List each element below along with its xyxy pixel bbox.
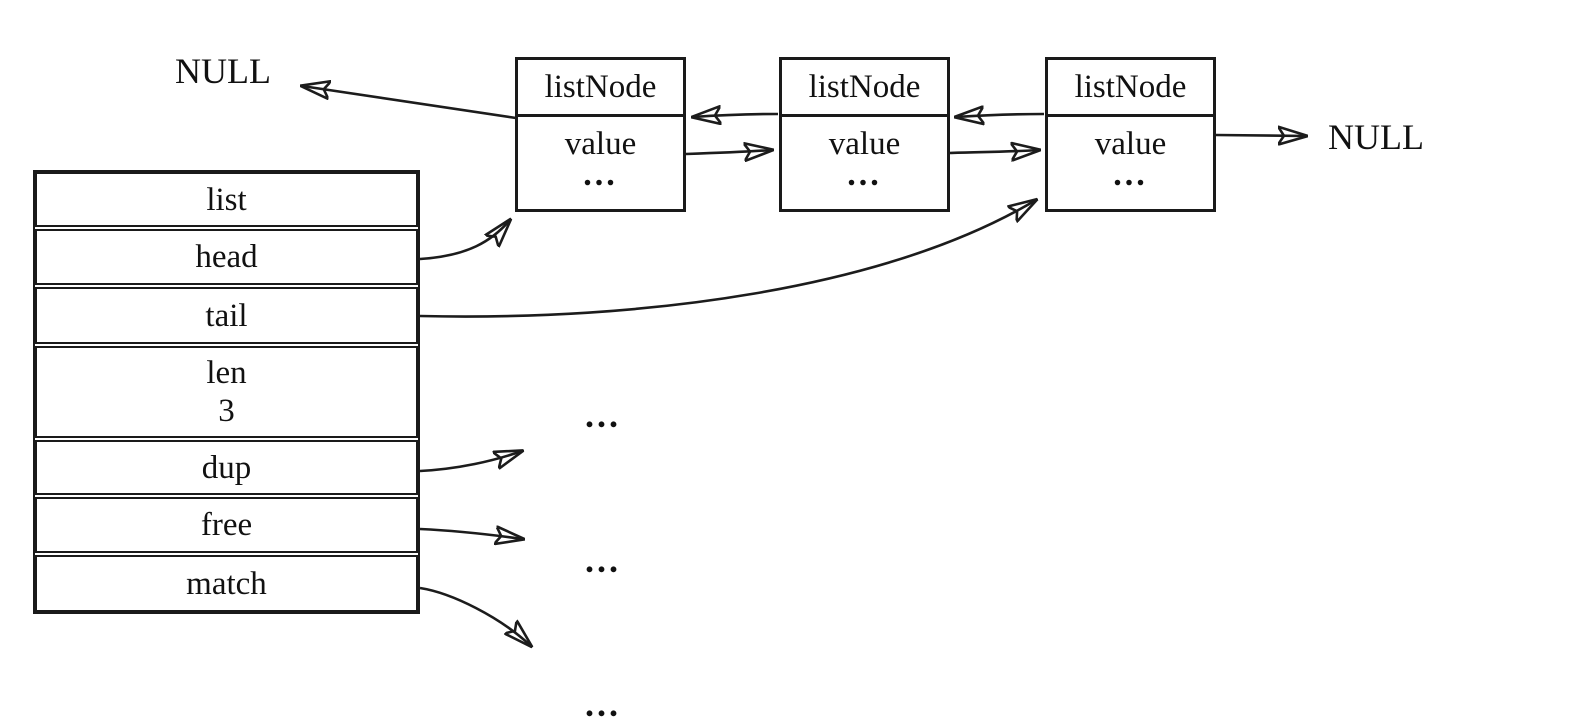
arrow-node2-next-to-node3 (948, 150, 1039, 153)
listnode-1-ellipsis: ... (583, 156, 618, 193)
listnode-3-value: value (1094, 126, 1167, 162)
arrow-free-to-ellipsis (419, 529, 523, 539)
list-struct-row-free: free (35, 497, 418, 553)
ellipsis-dup-target: ... (585, 395, 621, 435)
list-struct-row-head: head (35, 229, 418, 285)
listnode-box-1: listNode value ... (515, 57, 686, 212)
arrow-node3-next-to-null (1215, 135, 1306, 136)
listnode-1-title: listNode (518, 60, 683, 117)
null-label-left: NULL (175, 51, 271, 91)
arrow-node2-prev-to-node1 (693, 114, 779, 117)
listnode-2-title: listNode (782, 60, 947, 117)
arrow-node1-next-to-node2 (685, 150, 772, 154)
list-struct-row-match: match (35, 555, 418, 612)
listnode-2-body: value ... (782, 117, 947, 193)
listnode-2-value: value (828, 126, 901, 162)
list-struct-row-dup: dup (35, 440, 418, 495)
list-struct-row-tail: tail (35, 287, 418, 344)
row-label-head: head (195, 239, 258, 275)
row-label-len: len (206, 355, 247, 391)
list-struct-row-len: len 3 (35, 346, 418, 438)
null-label-right: NULL (1328, 117, 1424, 157)
arrow-match-to-ellipsis (419, 586, 531, 646)
arrow-head-to-node1 (419, 220, 510, 261)
listnode-1-value: value (564, 126, 637, 162)
row-label-list: list (206, 181, 247, 218)
list-struct-table: list head tail len 3 dup free match (33, 170, 420, 614)
list-struct-row-list: list (35, 172, 418, 227)
row-label-dup: dup (201, 449, 252, 486)
listnode-box-3: listNode value ... (1045, 57, 1216, 212)
listnode-1-body: value ... (518, 117, 683, 193)
listnode-3-ellipsis: ... (1113, 156, 1148, 193)
listnode-box-2: listNode value ... (779, 57, 950, 212)
row-label-match: match (186, 565, 267, 602)
listnode-3-title: listNode (1048, 60, 1213, 117)
listnode-2-ellipsis: ... (847, 156, 882, 193)
arrow-node1-prev-to-null (302, 86, 517, 120)
arrow-tail-to-node3 (419, 200, 1036, 318)
ellipsis-match-target: ... (585, 684, 621, 724)
row-label-free: free (200, 507, 253, 543)
arrow-node3-prev-to-node2 (956, 114, 1045, 117)
row-label-tail: tail (205, 297, 248, 334)
arrow-dup-to-ellipsis (419, 451, 522, 473)
ellipsis-free-target: ... (585, 540, 621, 580)
row-value-len: 3 (218, 393, 235, 429)
listnode-3-body: value ... (1048, 117, 1213, 193)
